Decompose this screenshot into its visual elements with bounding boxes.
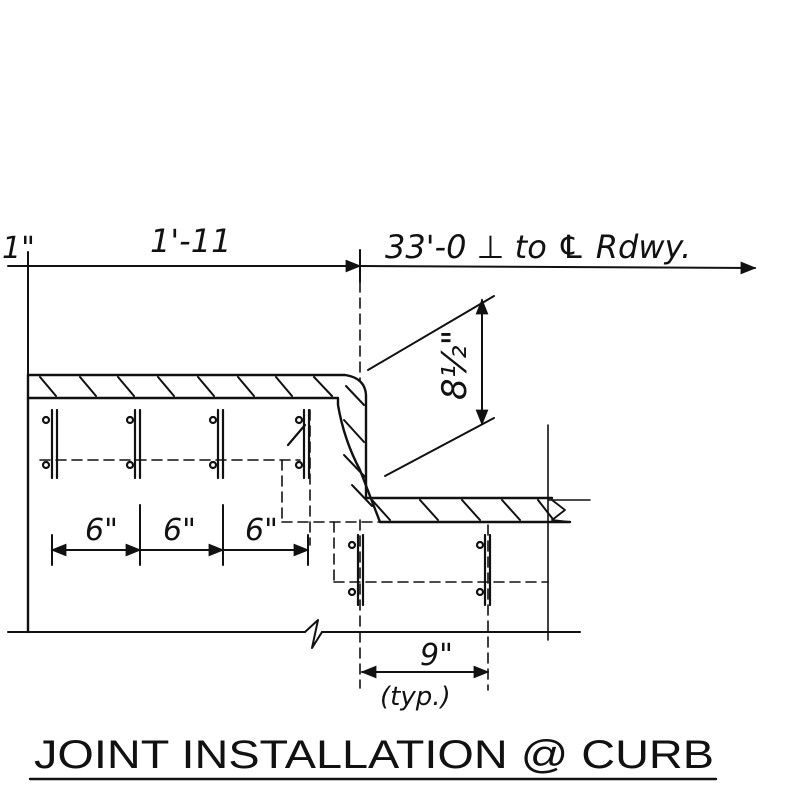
curb-height-dimension <box>367 295 495 477</box>
curb-slab-section <box>26 373 591 641</box>
spacing-dimension-line <box>50 504 310 566</box>
hatching <box>39 376 553 521</box>
spacing-label-1: 6" <box>85 513 118 548</box>
joint-lines <box>39 409 549 691</box>
roadway-distance-label: 33'-0 ⊥ to ℄ Rdwy. <box>385 228 691 266</box>
top-span-label: 1'-11 <box>150 222 231 260</box>
bottom-break-line <box>7 619 581 649</box>
gutter-spacing-label: 9" <box>420 638 453 673</box>
left-offset-label: 1" <box>2 231 35 266</box>
dowel-bars-slab <box>41 408 311 480</box>
spacing-label-2: 6" <box>163 513 196 548</box>
drawing-title: JOINT INSTALLATION @ CURB <box>34 733 714 777</box>
typical-note: (typ.) <box>380 682 451 712</box>
dowel-bars-gutter <box>347 533 492 607</box>
curb-height-label: 8½" <box>435 330 475 400</box>
spacing-label-3: 6" <box>245 513 278 548</box>
top-dimension-line <box>7 249 757 381</box>
